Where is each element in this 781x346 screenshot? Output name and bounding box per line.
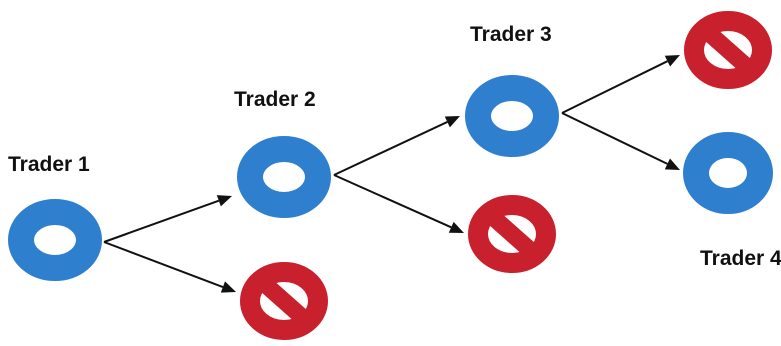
edge-line bbox=[103, 241, 224, 288]
edge-trader3-to-trader4 bbox=[561, 112, 680, 170]
arrowhead-icon bbox=[664, 55, 680, 67]
edge-line bbox=[561, 60, 668, 114]
blue-ring-icon bbox=[465, 75, 559, 157]
no-entry-icon bbox=[240, 262, 328, 340]
blocked1-node bbox=[240, 262, 328, 340]
arrowhead-icon bbox=[448, 221, 464, 233]
blocked3-node bbox=[684, 11, 772, 89]
blue-ring-icon bbox=[237, 136, 331, 218]
arrowhead-icon bbox=[664, 158, 680, 170]
trader1-node bbox=[8, 199, 102, 281]
nodes-layer bbox=[8, 11, 773, 340]
edges-layer bbox=[103, 55, 680, 293]
blue-ring-icon bbox=[683, 132, 773, 214]
arrowhead-icon bbox=[444, 116, 460, 128]
trader4-node bbox=[683, 132, 773, 214]
trader-3-label: Trader 3 bbox=[470, 23, 552, 46]
edge-line bbox=[333, 121, 448, 176]
blue-ring-icon bbox=[8, 199, 102, 281]
trader-2-label: Trader 2 bbox=[234, 88, 316, 111]
edge-line bbox=[333, 174, 452, 229]
trader3-node bbox=[465, 75, 559, 157]
edge-line bbox=[561, 112, 668, 165]
trader2-node bbox=[237, 136, 331, 218]
arrowhead-icon bbox=[216, 195, 232, 207]
edge-trader3-to-blocked3 bbox=[561, 55, 680, 114]
no-entry-icon bbox=[684, 11, 772, 89]
edge-trader2-to-blocked2 bbox=[333, 174, 464, 233]
edge-line bbox=[103, 199, 220, 243]
edge-trader1-to-blocked1 bbox=[103, 241, 236, 293]
trader-1-label: Trader 1 bbox=[8, 153, 90, 176]
edge-trader2-to-trader3 bbox=[333, 116, 460, 176]
trader-4-label: Trader 4 bbox=[700, 247, 781, 270]
blocked2-node bbox=[468, 195, 556, 273]
no-entry-icon bbox=[468, 195, 556, 273]
edge-trader1-to-trader2 bbox=[103, 195, 232, 243]
arrowhead-icon bbox=[220, 281, 236, 293]
